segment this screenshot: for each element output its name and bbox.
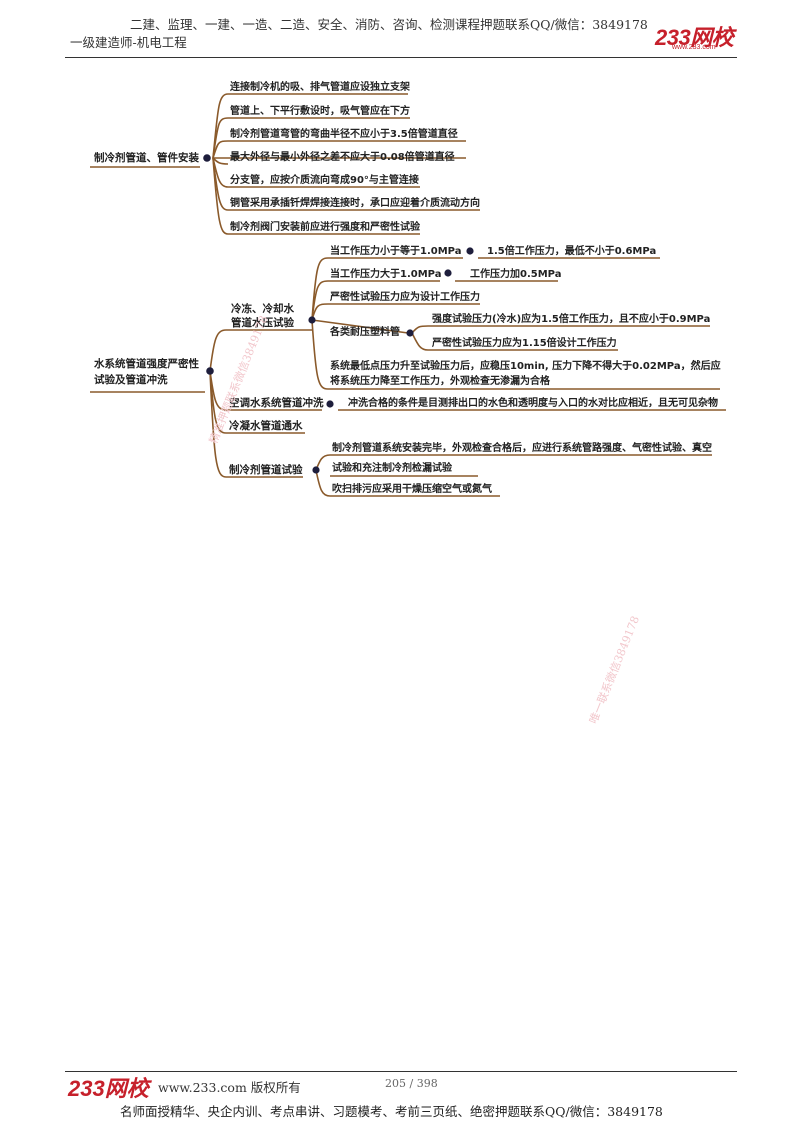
mindmap-item: 铜管采用承插钎焊焊接连接时，承口应迎着介质流动方向 xyxy=(230,198,480,209)
mindmap-item: 分支管，应按介质流向弯成90°与主管连接 xyxy=(230,175,419,186)
mindmap-item: 工作压力加0.5MPa xyxy=(470,269,562,280)
mindmap-item: 最大外径与最小外径之差不应大于0.08倍管道直径 xyxy=(230,152,455,163)
node-dot-b1 xyxy=(308,316,316,324)
node-dot-s1 xyxy=(203,154,211,162)
mindmap-item: 连接制冷机的吸、排气管道应设独立支架 xyxy=(230,82,410,93)
mindmap-item: 严密性试验压力应为1.15倍设计工作压力 xyxy=(432,338,617,349)
mindmap-branch-flushing: 空调水系统管道冲洗 xyxy=(229,397,324,409)
node-dot-c2 xyxy=(444,269,452,277)
mindmap-root-water-system-line2: 试验及管道冲洗 xyxy=(94,374,168,386)
footer-promo-line: 名师面授精华、央企内训、考点串讲、习题模考、考前三页纸、绝密押题联系QQ/微信：… xyxy=(120,1104,663,1119)
page-number: 205 / 398 xyxy=(385,1077,438,1090)
mindmap-item: 管道上、下平行敷设时，吸气管应在下方 xyxy=(230,106,410,117)
mindmap-item-line2: 将系统压力降至工作压力，外观检查无渗漏为合格 xyxy=(330,376,550,387)
mindmap-item: 各类耐压塑料管 xyxy=(330,327,400,338)
mindmap-item: 制冷剂阀门安装前应进行强度和严密性试验 xyxy=(230,222,420,233)
mindmap-item: 吹扫排污应采用干燥压缩空气或氮气 xyxy=(332,484,492,495)
node-dot-c1 xyxy=(466,247,474,255)
mindmap-root-water-system: 水系统管道强度严密性 xyxy=(94,358,199,370)
brand-logo-top: 233网校 xyxy=(655,25,734,50)
mindmap-branch-hydro-test: 冷冻、冷却水 xyxy=(231,303,294,315)
mindmap-item: 当工作压力小于等于1.0MPa xyxy=(330,246,462,257)
mindmap-root-refrigerant-piping: 制冷剂管道、管件安装 xyxy=(94,152,199,164)
header-divider xyxy=(65,57,737,58)
brand-logo-bottom: 233网校 xyxy=(68,1076,149,1101)
header-promo-line: 二建、监理、一建、一造、二造、安全、消防、咨询、检测课程押题联系QQ/微信：38… xyxy=(130,17,648,32)
header-subject: 一级建造师-机电工程 xyxy=(70,35,187,50)
mindmap-item: 制冷剂管道系统安装完毕，外观检查合格后，应进行系统管路强度、气密性试验、真空 xyxy=(332,443,712,454)
mindmap-item: 1.5倍工作压力，最低不小于0.6MPa xyxy=(487,246,657,257)
mindmap-item: 当工作压力大于1.0MPa xyxy=(330,269,442,280)
mindmap-item: 冲洗合格的条件是目测排出口的水色和透明度与入口的水对比应相近，且无可见杂物 xyxy=(348,398,718,409)
mindmap-item: 系统最低点压力升至试验压力后，应稳压10min, 压力下降不得大于0.02MPa… xyxy=(330,361,721,372)
mindmap-branch-refrigerant-test: 制冷剂管道试验 xyxy=(229,464,303,476)
mindmap-branch-hydro-test-line2: 管道水压试验 xyxy=(231,317,294,329)
mindmap-branch-condensate: 冷凝水管道通水 xyxy=(229,420,303,432)
brand-logo-url: www.233.com xyxy=(672,44,716,51)
node-dot-b2 xyxy=(326,400,334,408)
mindmap-item: 严密性试验压力应为设计工作压力 xyxy=(330,292,480,303)
node-dot-b4 xyxy=(312,466,320,474)
node-dot-c4 xyxy=(406,329,414,337)
mindmap-item-line2: 试验和充注制冷剂检漏试验 xyxy=(332,463,452,474)
footer-divider xyxy=(65,1071,737,1072)
mindmap-item: 制冷剂管道弯管的弯曲半径不应小于3.5倍管道直径 xyxy=(230,129,458,140)
node-dot-s2 xyxy=(206,367,214,375)
footer-copyright: www.233.com 版权所有 xyxy=(158,1080,301,1095)
mindmap-item: 强度试验压力(冷水)应为1.5倍工作压力，且不应小于0.9MPa xyxy=(432,314,711,325)
